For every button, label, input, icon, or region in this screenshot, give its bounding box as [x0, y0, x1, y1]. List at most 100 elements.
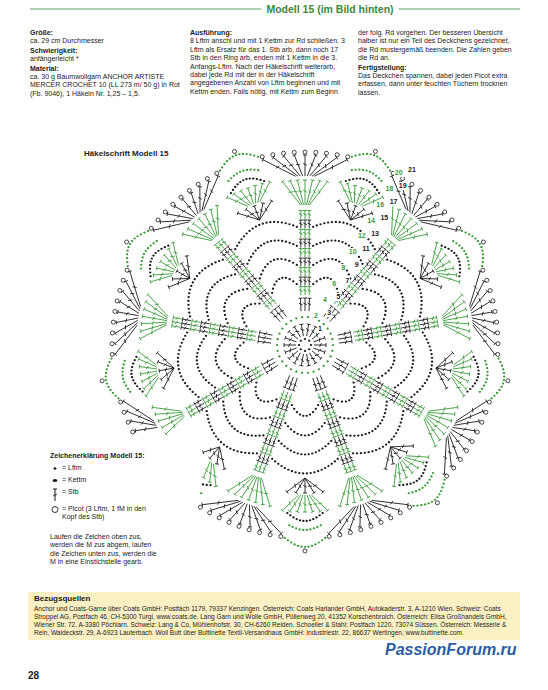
- treble-stitch: [444, 325, 471, 340]
- treble-stitch: [299, 287, 303, 296]
- treble-stitch: [185, 256, 190, 279]
- chain-stitch: [260, 418, 262, 420]
- treble-stitch: [384, 447, 391, 470]
- picot: [410, 182, 414, 186]
- chain-stitch: [326, 327, 328, 329]
- chain-stitch: [248, 259, 250, 261]
- chain-stitch: [299, 519, 301, 521]
- chain-stitch: [360, 259, 362, 261]
- chain-stitch: [486, 378, 488, 380]
- chain-stitch: [472, 385, 474, 387]
- chain-stitch: [316, 224, 318, 226]
- treble-stitch: [303, 268, 307, 277]
- chain-stitch: [315, 431, 317, 433]
- chain-stitch: [224, 314, 226, 316]
- chain-stitch: [207, 265, 209, 267]
- chain-stitch: [277, 221, 279, 223]
- chain-stitch: [353, 225, 355, 227]
- chain-stitch: [354, 303, 356, 305]
- chain-stitch: [206, 311, 208, 313]
- chain-stitch: [238, 290, 240, 292]
- chain-stitch: [330, 239, 332, 241]
- note-text: Laufen die Zeichen oben zus, werden die …: [50, 533, 162, 567]
- treble-stitch: [239, 383, 247, 389]
- chain-stitch: [236, 348, 238, 350]
- treble-stitch: [470, 280, 486, 308]
- chain-stitch: [242, 170, 244, 172]
- treble-stitch: [299, 220, 303, 229]
- treble-stitch: [305, 478, 316, 494]
- chain-stitch: [317, 470, 319, 472]
- chain-stitch: [198, 370, 200, 372]
- chain-stitch: [205, 303, 207, 305]
- chain-stitch: [371, 430, 373, 432]
- chain-stitch: [302, 529, 304, 531]
- chain-stitch: [390, 260, 392, 262]
- chain-stitch: [318, 428, 320, 430]
- chain-stitch: [136, 385, 138, 387]
- chain-stitch: [352, 452, 354, 454]
- chain-stitch: [428, 502, 430, 504]
- treble-stitch: [257, 282, 264, 290]
- treble-stitch: [449, 434, 460, 459]
- treble-stitch: [436, 368, 448, 389]
- chain-stitch: [384, 163, 386, 165]
- label-slot: 11: [361, 245, 370, 253]
- treble-stitch: [438, 276, 460, 284]
- treble-stitch: [260, 181, 272, 202]
- chain-stitch: [361, 367, 363, 369]
- chain-stitch: [326, 360, 328, 362]
- chain-stitch: [230, 192, 232, 194]
- chain-stitch: [304, 338, 306, 340]
- chain-stitch: [308, 340, 310, 342]
- chain-stitch: [240, 451, 242, 453]
- chain-stitch: [337, 458, 339, 460]
- slip-stitch-symbol: [53, 479, 58, 482]
- picot: [131, 430, 135, 434]
- chain-stitch: [256, 417, 258, 419]
- chain-stitch: [431, 501, 433, 503]
- chain-stitch: [385, 277, 387, 279]
- treble-stitch: [202, 395, 210, 401]
- treble-stitch: [239, 260, 246, 268]
- chain-stitch: [211, 286, 213, 288]
- treble-stitch: [314, 158, 348, 176]
- treble-stitch: [428, 405, 458, 411]
- treble-stitch: [400, 461, 408, 478]
- heading-rule: [30, 9, 261, 10]
- chain-stitch: [226, 160, 228, 162]
- label-slot: PassionForum.ru: [385, 641, 517, 659]
- chain-stitch: [291, 470, 293, 472]
- chain-stitch: [348, 244, 350, 246]
- round-number: 21: [407, 166, 417, 174]
- chain-stitch: [318, 541, 320, 543]
- treble-stitch: [443, 314, 468, 320]
- chain-stitch: [355, 155, 357, 157]
- chain-stitch: [416, 281, 418, 283]
- treble-stitch: [167, 212, 193, 219]
- treble-stitch: [204, 175, 220, 209]
- chain-stitch: [452, 240, 454, 242]
- treble-stitch: [453, 365, 471, 370]
- chain-stitch: [321, 447, 323, 449]
- picot: [125, 240, 129, 244]
- chain-stitch: [399, 289, 401, 291]
- chain-stitch: [384, 306, 386, 308]
- chain-stitch: [123, 381, 125, 383]
- treble-stitch: [254, 477, 259, 503]
- picot: [113, 309, 117, 313]
- treble-stitch: [286, 478, 305, 493]
- heading-slot: Modell 15 (im Bild hinten): [266, 3, 393, 15]
- chain-stitch: [326, 277, 328, 279]
- treble-stitch: [245, 375, 253, 381]
- chain-stitch: [288, 223, 290, 225]
- treble-stitch: [210, 322, 219, 326]
- chain-stitch: [331, 463, 333, 465]
- chain-stitch: [464, 231, 466, 233]
- chain-stitch: [160, 248, 162, 250]
- label-slot: 18: [385, 185, 395, 193]
- chain-stitch: [127, 265, 129, 267]
- round-number: 2: [313, 312, 319, 320]
- chain-stitch: [197, 348, 199, 350]
- chain-stitch: [349, 303, 351, 305]
